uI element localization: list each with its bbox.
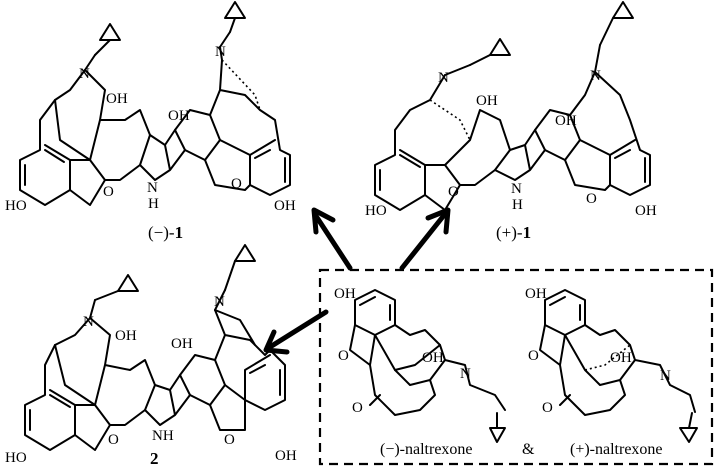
compound-label-minus-1: (−)-1 (148, 223, 183, 242)
atom-N-right-plus: N (590, 68, 601, 84)
atom-OH-phenol-right-plus: OH (635, 203, 657, 219)
atom-N-left-2: N (83, 314, 94, 330)
atom-N-left: N (79, 66, 90, 82)
atom-O-left-2: O (108, 432, 119, 448)
atom-OH-right: OH (168, 108, 190, 124)
atom-OH-left: OH (106, 91, 128, 107)
label-plus-naltrexone: (+)-naltrexone (570, 441, 663, 458)
atom-O-ketone-plus-naltrexone: O (542, 400, 553, 416)
arrowhead-plus-1 (425, 207, 451, 235)
atom-O-ketone-minus-naltrexone: O (352, 400, 363, 416)
atom-N-pyrrole: N (147, 180, 158, 196)
atom-N-plus-naltrexone: N (660, 368, 671, 384)
structure-minus-naltrexone: OH O OH N O (334, 286, 506, 443)
atom-O-ether-minus-naltrexone: O (338, 348, 349, 364)
atom-OH-phenol-right: OH (274, 198, 296, 214)
atom-O-left-plus: O (448, 184, 459, 200)
atom-OH-minus-naltrexone: OH (422, 350, 444, 366)
atom-OH-phenol-plus-naltrexone: OH (525, 286, 547, 302)
compound-label-2: 2 (150, 449, 159, 468)
arrowhead-2 (263, 329, 290, 355)
atom-O-ether-plus-naltrexone: O (528, 348, 539, 364)
atom-OH-plus-naltrexone: OH (610, 350, 632, 366)
atom-N-right: N (215, 44, 226, 60)
atom-OH-left-2: OH (115, 328, 137, 344)
structure-plus-naltrexone: OH O OH N O (525, 286, 698, 443)
atom-O-left: O (103, 184, 114, 200)
arrow-to-minus-1 (313, 213, 353, 271)
atom-N-pyrrole-plus: N (511, 181, 522, 197)
atom-N-minus-naltrexone: N (460, 366, 471, 382)
atom-O-right-plus: O (586, 191, 597, 207)
atom-HO-left-plus: HO (365, 203, 387, 219)
structure-2: N N OH OH O O NH HO OH 2 (5, 244, 297, 468)
compound-label-plus-1: (+)-1 (496, 223, 531, 242)
atom-OH-right-2: OH (171, 336, 193, 352)
atom-N-right-2: N (214, 294, 225, 310)
atom-N-pyrrole-2: NH (152, 428, 174, 444)
arrow-to-2 (267, 309, 329, 350)
atom-OH-phenol-right-2: OH (275, 448, 297, 464)
structure-plus-1: N N OH OH O O N H HO OH (+)-1 (365, 1, 657, 242)
atom-H-pyrrole: H (148, 196, 159, 212)
label-ampersand: & (522, 441, 535, 458)
atom-HO-left-2: HO (5, 450, 27, 466)
reaction-arrows (263, 207, 451, 355)
starting-materials-box (318, 268, 714, 466)
atom-OH-right-plus: OH (555, 113, 577, 129)
structure-minus-1: N N OH OH O O N H HO OH (−)-1 (5, 1, 296, 242)
atom-N-left-plus: N (438, 70, 449, 86)
atom-H-pyrrole-plus: H (512, 197, 523, 213)
atom-OH-left-plus: OH (476, 93, 498, 109)
atom-O-right-2: O (224, 432, 235, 448)
arrow-to-plus-1 (399, 211, 448, 271)
arrowhead-minus-1 (311, 207, 336, 235)
atom-O-right: O (231, 176, 242, 192)
atom-OH-phenol-minus-naltrexone: OH (334, 286, 356, 302)
label-minus-naltrexone: (−)-naltrexone (380, 441, 473, 458)
atom-HO-left: HO (5, 198, 27, 214)
